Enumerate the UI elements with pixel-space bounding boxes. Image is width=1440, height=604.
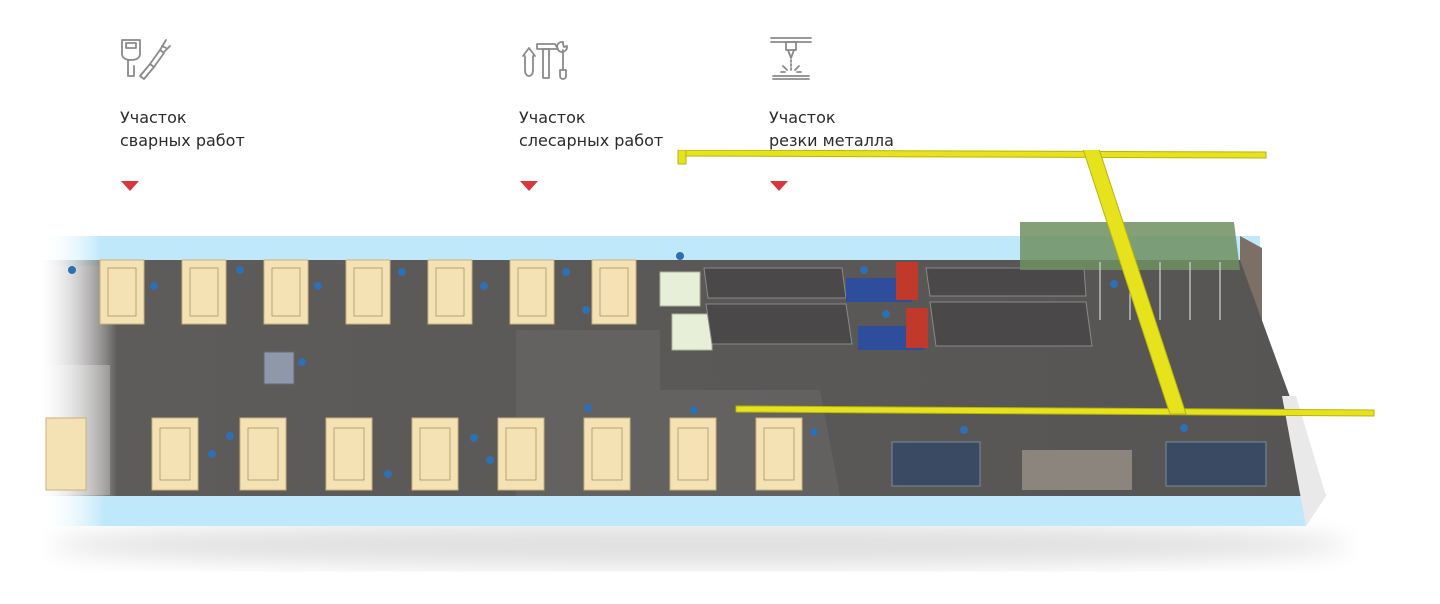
zone-welding-label: Участок сварных работ xyxy=(120,106,245,152)
zone-marker xyxy=(520,181,538,191)
zone-welding-line2: сварных работ xyxy=(120,131,245,150)
zone-welding-line1: Участок xyxy=(120,108,187,127)
welding-tables-top xyxy=(99,259,637,325)
factory-floor-illustration xyxy=(0,145,1440,600)
tools-icon xyxy=(519,32,663,84)
zone-cutting: Участок резки металла xyxy=(769,32,894,191)
zone-locksmith-label: Участок слесарных работ xyxy=(519,106,663,152)
zone-cutting-label: Участок резки металла xyxy=(769,106,894,152)
workers xyxy=(68,252,1188,478)
welding-tables-bottom xyxy=(45,417,803,491)
zone-marker xyxy=(121,181,139,191)
cutting-conveyors xyxy=(703,267,1093,347)
zone-cutting-line1: Участок xyxy=(769,108,836,127)
zone-welding: Участок сварных работ xyxy=(120,32,245,191)
zone-locksmith-line1: Участок xyxy=(519,108,586,127)
zone-locksmith-line2: слесарных работ xyxy=(519,131,664,150)
front-wall xyxy=(40,496,1326,526)
welding-icon xyxy=(120,32,245,84)
zone-locksmith: Участок слесарных работ xyxy=(519,32,663,191)
cutting-machines xyxy=(846,262,928,350)
laser-cutter-icon xyxy=(769,32,894,84)
zone-marker xyxy=(770,181,788,191)
zone-cutting-line2: резки металла xyxy=(769,131,894,150)
cart xyxy=(263,351,295,385)
